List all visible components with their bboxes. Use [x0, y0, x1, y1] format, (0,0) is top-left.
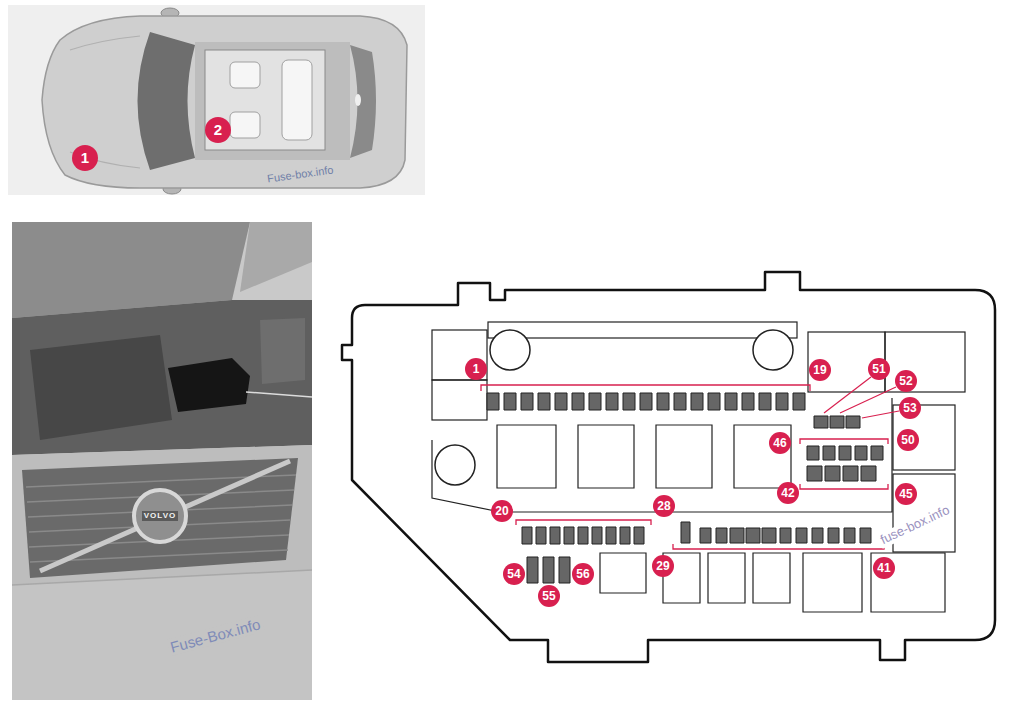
- emblem: [134, 490, 186, 542]
- callout-number: 20: [491, 500, 513, 522]
- callout-number: 55: [538, 585, 560, 607]
- callout-number: 19: [809, 359, 831, 381]
- fuse-row: [527, 557, 570, 583]
- callout-number: 54: [503, 563, 525, 585]
- callout-number: 56: [572, 563, 594, 585]
- fuse-box-photo: [168, 358, 250, 412]
- bumper: [12, 570, 312, 700]
- leader-line: [862, 411, 899, 418]
- panoramic-roof: [205, 50, 325, 150]
- fuse-row: [681, 522, 871, 543]
- callout-number: 45: [895, 483, 917, 505]
- bracket: [800, 484, 888, 489]
- callout-number: 41: [873, 557, 895, 579]
- bracket: [673, 544, 884, 549]
- watermark-text: Fuse-Box.info: [166, 615, 264, 657]
- bracket: [516, 520, 651, 525]
- mounting-hole: [753, 330, 793, 370]
- callout-number: 46: [769, 432, 791, 454]
- fuse-row: [807, 466, 876, 481]
- fuse-row: [487, 393, 805, 410]
- callout-number: 42: [777, 482, 799, 504]
- bumper-edge: [12, 570, 312, 585]
- callout-number: 53: [899, 397, 921, 419]
- callout-number: 2: [205, 117, 231, 143]
- relays: [600, 553, 945, 612]
- watermark-text: fuse-box.info: [876, 502, 953, 549]
- callout-number: 50: [897, 429, 919, 451]
- fuse-row: [807, 446, 883, 460]
- leader-line: [246, 392, 312, 397]
- housing-slot: [488, 322, 797, 338]
- housing-block: [432, 380, 487, 420]
- rear-bench: [282, 60, 312, 140]
- grille-bars: [26, 475, 296, 562]
- fuse-box-housing: [342, 272, 995, 662]
- callout-number: 52: [895, 370, 917, 392]
- callout-number: 51: [868, 358, 890, 380]
- logo-text: VOLVO: [142, 511, 178, 520]
- windshield: [138, 32, 196, 170]
- windshield-corner: [240, 222, 312, 292]
- fuse-row: [522, 527, 644, 544]
- callout-number: 1: [72, 145, 98, 171]
- relays: [497, 425, 791, 488]
- car-panel: [8, 5, 425, 195]
- callout-number: 1: [465, 358, 487, 380]
- seat: [230, 112, 260, 138]
- seat: [230, 62, 260, 88]
- photo-panel: [12, 222, 312, 700]
- iron-mark-bar: [40, 461, 290, 571]
- leader-line: [824, 377, 871, 413]
- roof-detail: [355, 94, 361, 106]
- mounting-hole: [490, 330, 530, 370]
- bracket: [481, 385, 810, 391]
- front-fascia: [12, 445, 312, 700]
- grille: [22, 458, 298, 578]
- mounting-hole: [435, 445, 475, 485]
- bay-component: [260, 318, 305, 384]
- rear-window: [350, 45, 376, 158]
- engine-bay: [12, 300, 312, 455]
- cabin: [195, 42, 350, 160]
- housing-block: [432, 330, 487, 380]
- engine-cover: [30, 335, 172, 440]
- bracket: [800, 439, 888, 444]
- fuse-row: [814, 416, 860, 428]
- relay: [885, 332, 965, 392]
- car-body: [42, 16, 407, 188]
- leader-line: [840, 387, 896, 413]
- callout-number: 29: [652, 555, 674, 577]
- watermark-text: Fuse-box.info: [264, 163, 336, 185]
- callout-number: 28: [653, 495, 675, 517]
